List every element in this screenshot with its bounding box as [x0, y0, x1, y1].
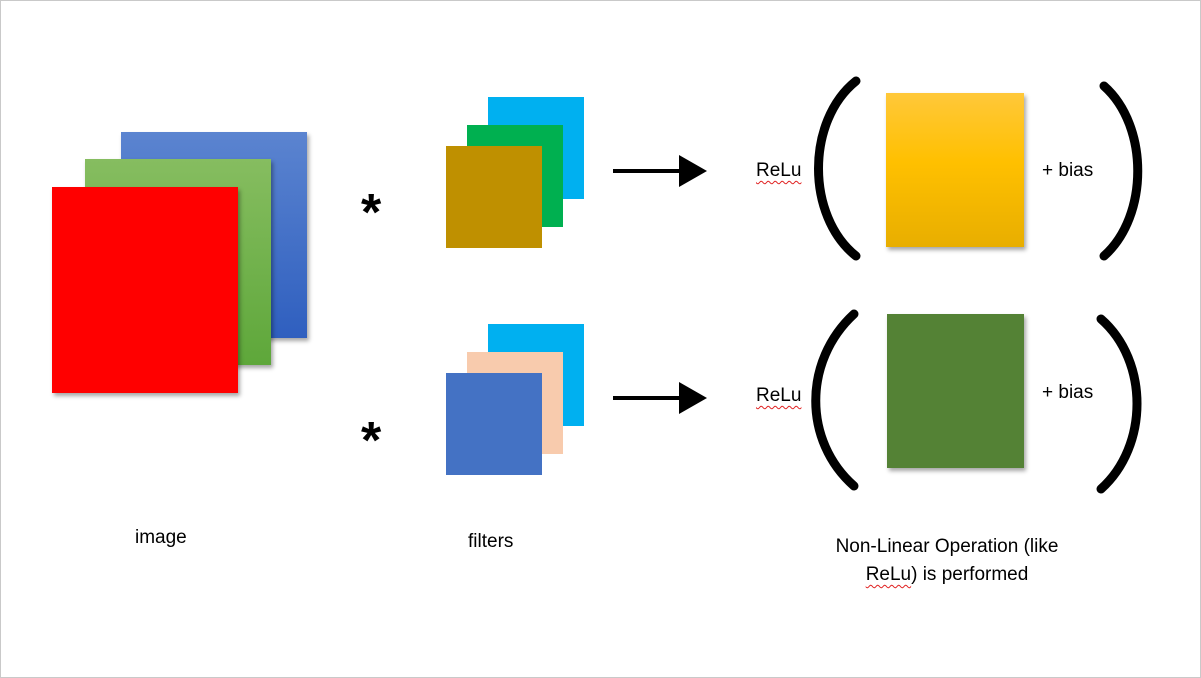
caption-nonlinear-line2: ReLu) is performed: [807, 561, 1087, 589]
caption-nonlinear-rest: ) is performed: [911, 564, 1029, 585]
filter2-channel-front: [446, 373, 542, 475]
convolution-operator-2: *: [361, 412, 382, 470]
relu-label-1: ReLu: [756, 160, 802, 181]
convolution-operator-1: *: [361, 184, 382, 242]
output-feature-map-2: [887, 314, 1024, 468]
right-paren-1: [1099, 81, 1143, 261]
image-channel-red: [52, 187, 238, 393]
bias-label-2: + bias: [1042, 382, 1094, 403]
output-feature-map-1: [886, 93, 1024, 247]
right-paren-2: [1096, 314, 1142, 494]
caption-nonlinear-relu: ReLu: [865, 564, 912, 585]
caption-filters: filters: [468, 531, 514, 552]
filter1-channel-front: [446, 146, 542, 248]
caption-nonlinear-line1: Non-Linear Operation (like: [835, 536, 1059, 557]
caption-nonlinear-operation: Non-Linear Operation (like ReLu) is perf…: [807, 533, 1087, 589]
left-paren-2: [811, 309, 859, 491]
left-paren-1: [814, 76, 861, 261]
relu-label-2: ReLu: [756, 385, 802, 406]
caption-image: image: [135, 527, 187, 548]
bias-label-1: + bias: [1042, 160, 1094, 181]
